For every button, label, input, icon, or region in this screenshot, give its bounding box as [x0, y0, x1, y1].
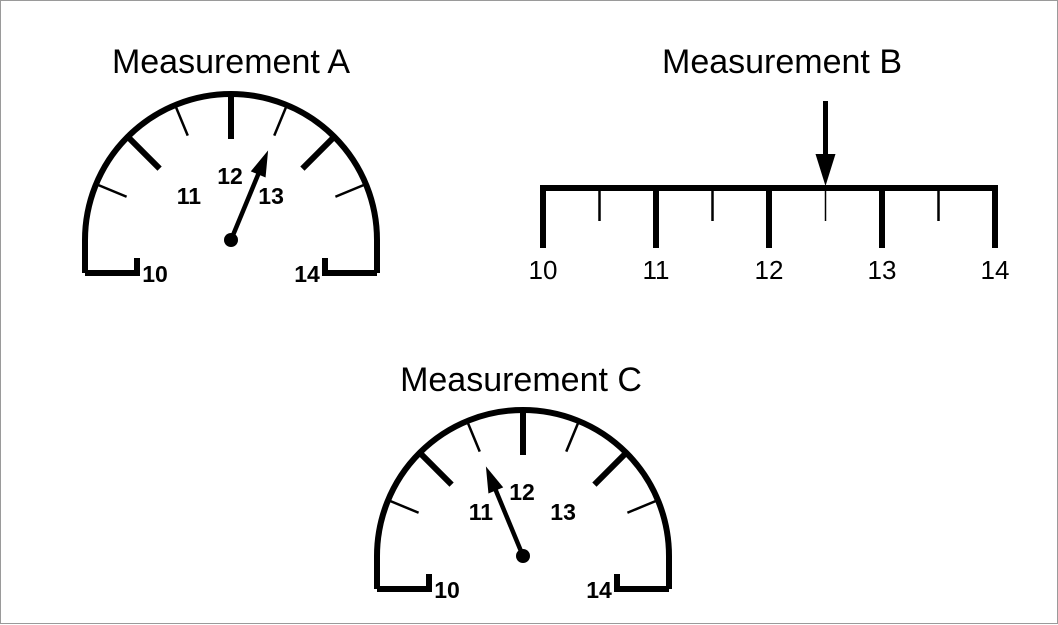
dial-minor-tick [465, 420, 481, 453]
ruler-scale-label: 10 [529, 255, 558, 285]
dial-needle-arrowhead [485, 466, 504, 494]
dial-scale-label: 12 [217, 163, 243, 189]
ruler-scale-label: 13 [868, 255, 897, 285]
ruler-scale-label: 11 [643, 255, 670, 285]
measurement-a-title: Measurement A [112, 43, 350, 81]
dial-minor-tick [565, 420, 581, 453]
dial-scale-label: 12 [509, 479, 535, 505]
dial-scale-label: 13 [258, 183, 284, 209]
dial-scale-label: 14 [586, 577, 612, 603]
dial-foot-left [85, 258, 140, 276]
dial-foot-right [322, 258, 377, 276]
ruler-scale-label: 12 [755, 255, 784, 285]
dial-scale-label: 10 [434, 577, 460, 603]
dial-foot-left [377, 574, 432, 592]
dial-minor-tick [173, 104, 189, 137]
ruler-pointer-arrowhead [815, 154, 836, 186]
dial-pivot [516, 549, 530, 563]
dial-minor-tick [626, 498, 659, 514]
dial-foot-right [614, 574, 669, 592]
dial-needle-arrowhead [250, 150, 269, 178]
dial-scale-label: 10 [142, 261, 168, 287]
dial-major-tick [125, 134, 162, 171]
dial-minor-tick [95, 182, 128, 198]
ruler-scale-label: 14 [981, 255, 1010, 285]
dial-scale-label: 14 [294, 261, 320, 287]
measurement-b-ruler: Measurement B 10 11 12 13 14 [529, 43, 1010, 285]
dial-scale-label: 13 [550, 499, 576, 525]
dial-scale-label: 11 [469, 499, 494, 525]
measurement-b-title: Measurement B [662, 43, 902, 81]
dial-pivot [224, 233, 238, 247]
dial-minor-tick [387, 498, 420, 514]
dial-minor-tick [334, 182, 367, 198]
dial-minor-tick [273, 104, 289, 137]
dial-major-tick [592, 450, 629, 487]
measurement-c-dial: Measurement C 10 11 12 13 14 [374, 361, 672, 603]
measurement-a-dial: Measurement A 10 11 12 13 14 [82, 43, 380, 287]
dial-major-tick [300, 134, 337, 171]
dial-needle [488, 477, 526, 557]
dial-major-tick [417, 450, 454, 487]
dial-needle [228, 161, 266, 241]
dial-scale-label: 11 [177, 183, 202, 209]
measurement-c-title: Measurement C [400, 361, 642, 399]
